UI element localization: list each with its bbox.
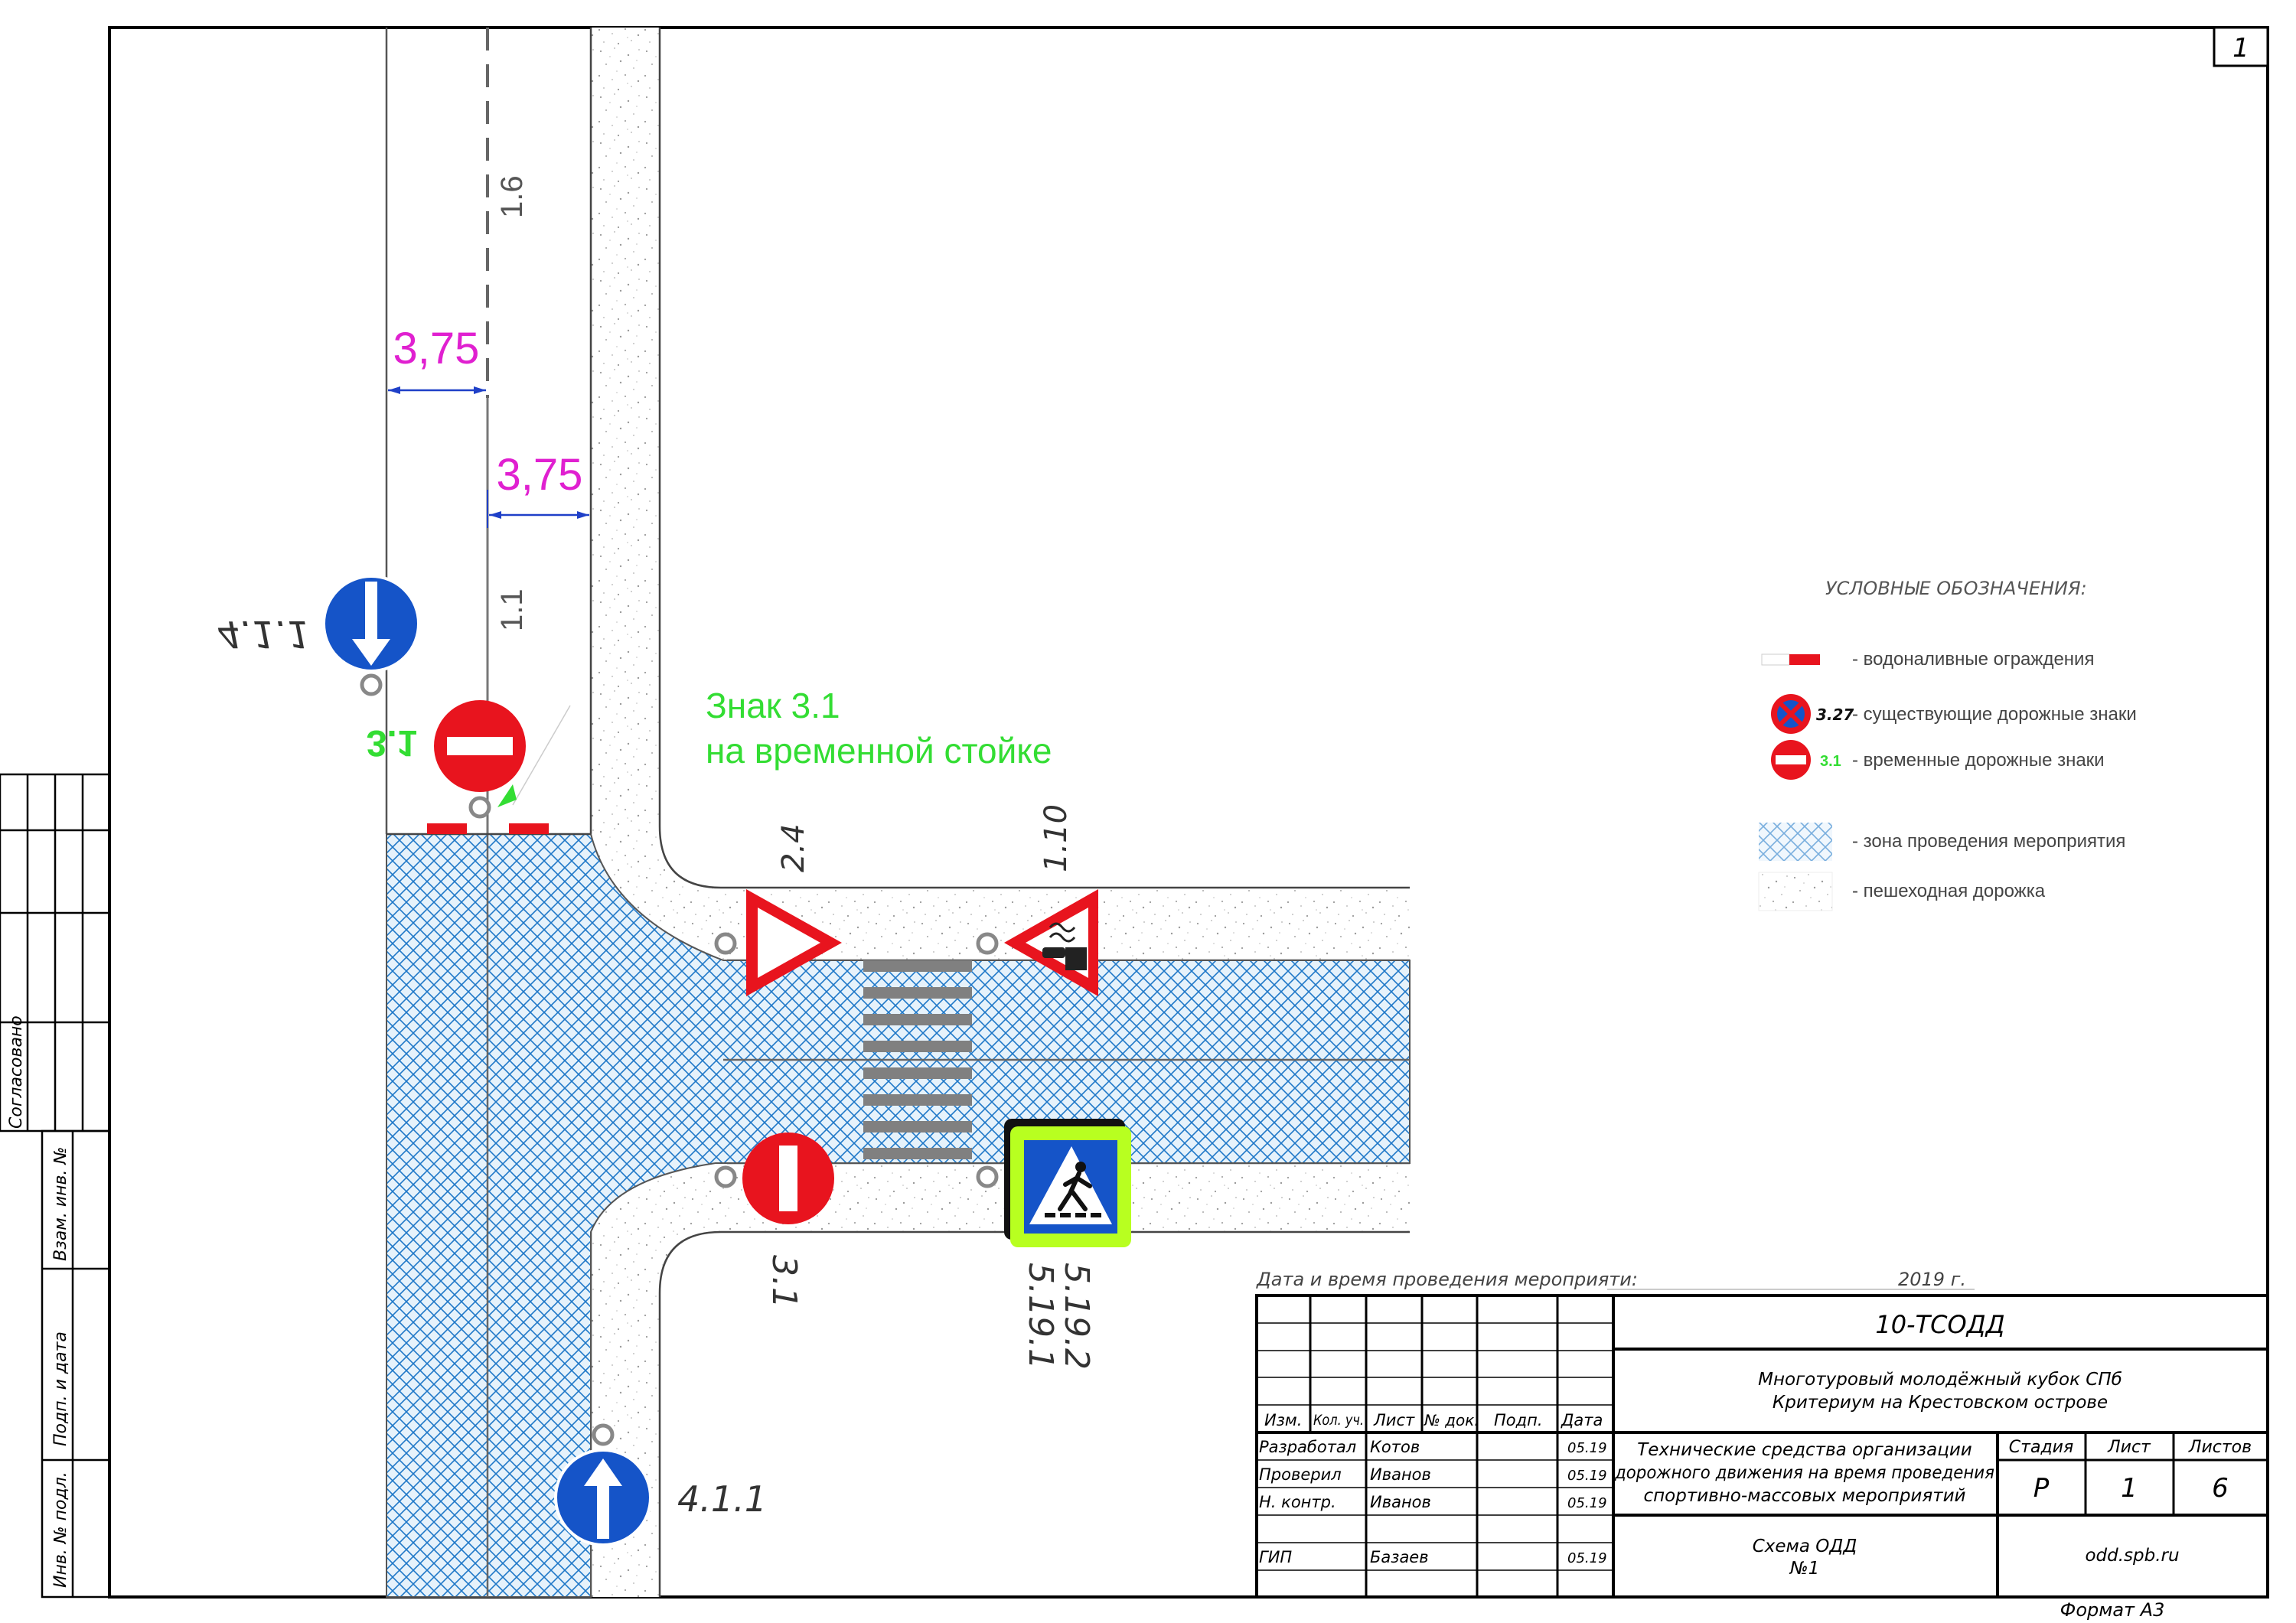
annotation-leader — [512, 705, 571, 806]
legend-item-temporary: - временные дорожные знаки — [1852, 750, 2105, 771]
format-label: Формат А3 — [2060, 1599, 2165, 1621]
stamp-name-checker: Иванов — [1370, 1465, 1431, 1484]
stamp-header-kol: Кол. уч. — [1313, 1412, 1364, 1429]
marking-label-1-6: 1.6 — [495, 175, 529, 218]
stamp-sheet-header: Лист — [2107, 1438, 2151, 1457]
sign-4-1-1-down — [322, 575, 420, 673]
stamp-sheets-header: Листов — [2188, 1438, 2252, 1457]
sign-label-4-1-1-bottom: 4.1.1 — [677, 1478, 767, 1520]
legend-footpath-swatch — [1758, 872, 1833, 911]
stamp-date-gip: 05.19 — [1567, 1550, 1607, 1566]
dimension-label-left: 3,75 — [393, 324, 480, 373]
sign-label-1-10: 1.10 — [1039, 804, 1074, 872]
legend-item-barrier: - водоналивные ограждения — [1852, 649, 2094, 670]
legend-event-zone-swatch — [1759, 823, 1832, 861]
legend-barrier-white — [1761, 653, 1790, 666]
sign-label-2-4: 2.4 — [776, 823, 811, 872]
stamp-role-developer: Разработал — [1259, 1438, 1356, 1456]
footpath-borders — [589, 28, 1410, 1597]
sign-label-5-19-1: 5.19.1 — [1021, 1263, 1060, 1370]
dimension-label-right: 3,75 — [497, 450, 583, 500]
stamp-grid — [1255, 1294, 2269, 1599]
sign-label-5-19-2: 5.19.2 — [1057, 1263, 1096, 1370]
footpath-vertical-lower — [591, 1163, 1410, 1597]
stamp-role-gip: ГИП — [1259, 1548, 1292, 1566]
stamp-date-norm-control: 05.19 — [1567, 1495, 1607, 1511]
legend-title: УСЛОВНЫЕ ОБОЗНАЧЕНИЯ: — [1825, 578, 2087, 599]
stamp-date-checker: 05.19 — [1567, 1468, 1607, 1484]
stamp-website: odd.spb.ru — [2085, 1546, 2179, 1566]
temporary-stand-marker — [497, 784, 517, 807]
legend-existing-sign-icon — [1771, 694, 1811, 734]
zebra-crossing — [863, 960, 972, 1159]
sheet-number: 1 — [2232, 33, 2249, 64]
stamp-role-checker: Проверил — [1259, 1465, 1342, 1484]
stamp-name-developer: Котов — [1370, 1438, 1420, 1456]
water-barrier-right — [509, 823, 549, 834]
event-zone-vertical — [386, 833, 1411, 1598]
sign-2-4-yield — [746, 889, 842, 996]
legend-existing-sign-code: 3.27 — [1816, 706, 1854, 724]
stamp-project-line-2: Критериум на Крестовском острове — [1773, 1393, 2108, 1413]
stamp-name-norm-control: Иванов — [1370, 1493, 1431, 1511]
water-barrier-left — [427, 823, 467, 834]
stamp-doc-title-line-3: спортивно-массовых мероприятий — [1644, 1486, 1966, 1506]
stamp-sheets-value: 6 — [2212, 1473, 2229, 1504]
stamp-code: 10-ТСОДД — [1875, 1310, 2004, 1339]
legend-item-footpath: - пешеходная дорожка — [1852, 881, 2046, 901]
sheet-number-box — [2213, 26, 2269, 67]
side-stamp-original-inv: Инв. № подл. — [51, 1471, 70, 1588]
sign-4-1-1-up — [554, 1449, 652, 1546]
stamp-sheet-value: 1 — [2121, 1473, 2138, 1504]
stamp-doc-title-line-2: дорожного движения на время проведения — [1614, 1463, 1994, 1483]
stamp-doc-title-line-1: Технические средства организации — [1637, 1440, 1972, 1460]
legend-item-event-zone: - зона проведения мероприятия — [1852, 831, 2125, 852]
stamp-header-doc: № док. — [1424, 1411, 1479, 1429]
annotation-line-2: на временной стойке — [706, 731, 1052, 771]
annotation-line-1: Знак 3.1 — [706, 686, 840, 725]
stamp-date-developer: 05.19 — [1567, 1440, 1607, 1456]
legend-temporary-sign-icon — [1771, 740, 1811, 780]
event-date-label: Дата и время проведения мероприяти: — [1256, 1269, 1638, 1290]
legend: УСЛОВНЫЕ ОБОЗНАЧЕНИЯ: - водоналивные огр… — [1758, 578, 2137, 911]
stamp-header-izm: Изм. — [1264, 1411, 1302, 1429]
legend-barrier-red — [1789, 654, 1820, 665]
sign-3-1-existing — [742, 1133, 834, 1224]
legend-temporary-sign-code: 3.1 — [1820, 753, 1841, 770]
stamp-name-gip: Базаев — [1370, 1548, 1429, 1566]
sign-1-10-warning — [1004, 889, 1098, 996]
side-stamp — [0, 773, 111, 1599]
stamp-scheme-line-1: Схема ОДД — [1753, 1537, 1857, 1556]
sign-3-1-temporary — [434, 700, 526, 792]
side-stamp-substitute-inv: Взам. инв. № — [51, 1147, 70, 1261]
sign-label-4-1-1-top: 4.1.1 — [217, 612, 311, 655]
sign-label-3-1-existing: 3.1 — [765, 1255, 804, 1309]
stamp-stage-value: Р — [2033, 1473, 2050, 1504]
stamp-role-norm-control: Н. контр. — [1259, 1493, 1336, 1511]
footpath-vertical-upper — [591, 28, 1410, 960]
marking-label-1-1: 1.1 — [495, 588, 529, 631]
stamp-header-date: Дата — [1561, 1411, 1603, 1429]
side-stamp-agreed: Согласовано — [7, 1015, 26, 1129]
stamp-header-list: Лист — [1373, 1411, 1415, 1429]
side-stamp-sign-date: Подп. и дата — [51, 1331, 70, 1446]
stamp-project-line-1: Многотуровый молодёжный кубок СПб — [1758, 1370, 2122, 1390]
sign-5-19-pedestrian-crossing — [1004, 1119, 1131, 1247]
legend-item-existing: - существующие дорожные знаки — [1852, 704, 2137, 725]
sign-label-3-1-temporary: 3.1 — [367, 722, 418, 763]
sign-posts — [360, 673, 999, 1446]
stamp-scheme-line-2: №1 — [1789, 1559, 1820, 1579]
stamp-header-sign: Подп. — [1494, 1411, 1543, 1429]
stamp-stage-header: Стадия — [2009, 1438, 2073, 1457]
event-year: 2019 г. — [1898, 1269, 1966, 1290]
